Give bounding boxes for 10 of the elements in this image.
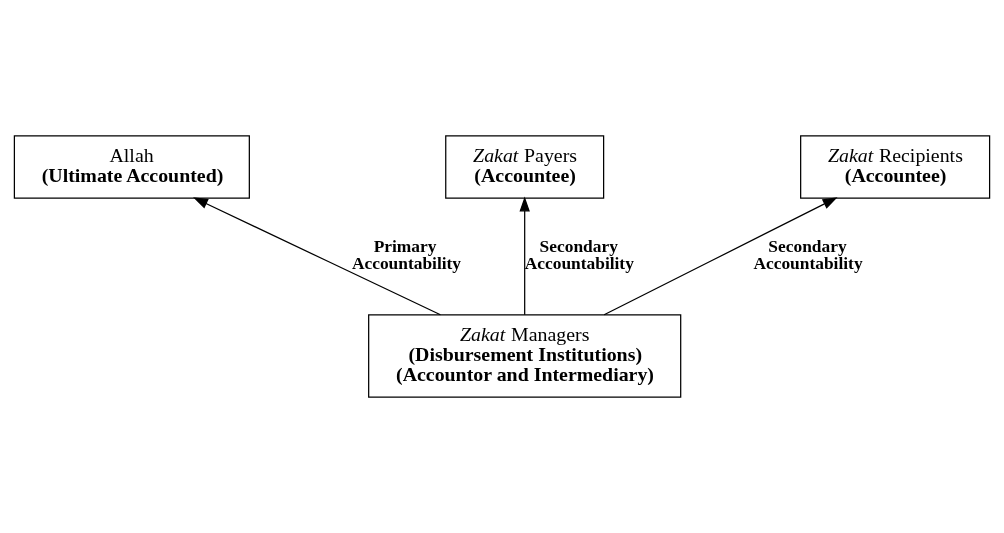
edge-label: Primary Accountability — [351, 235, 462, 274]
node-box: Zakat Managers (Disbursement Institutions) (Accountor and Intermediary) — [368, 314, 682, 398]
node-box: Zakat Payers (Accountee) — [445, 135, 605, 199]
arrow — [603, 197, 838, 316]
arrow — [193, 197, 442, 316]
edge-label: Secondary Accountability — [524, 235, 634, 274]
node-box: Zakat Recipients (Accountee) — [800, 135, 991, 199]
edge-label: Secondary Accountability — [753, 235, 863, 274]
arrow — [519, 196, 530, 316]
node-box: Allah (Ultimate Accounted) — [13, 135, 250, 199]
